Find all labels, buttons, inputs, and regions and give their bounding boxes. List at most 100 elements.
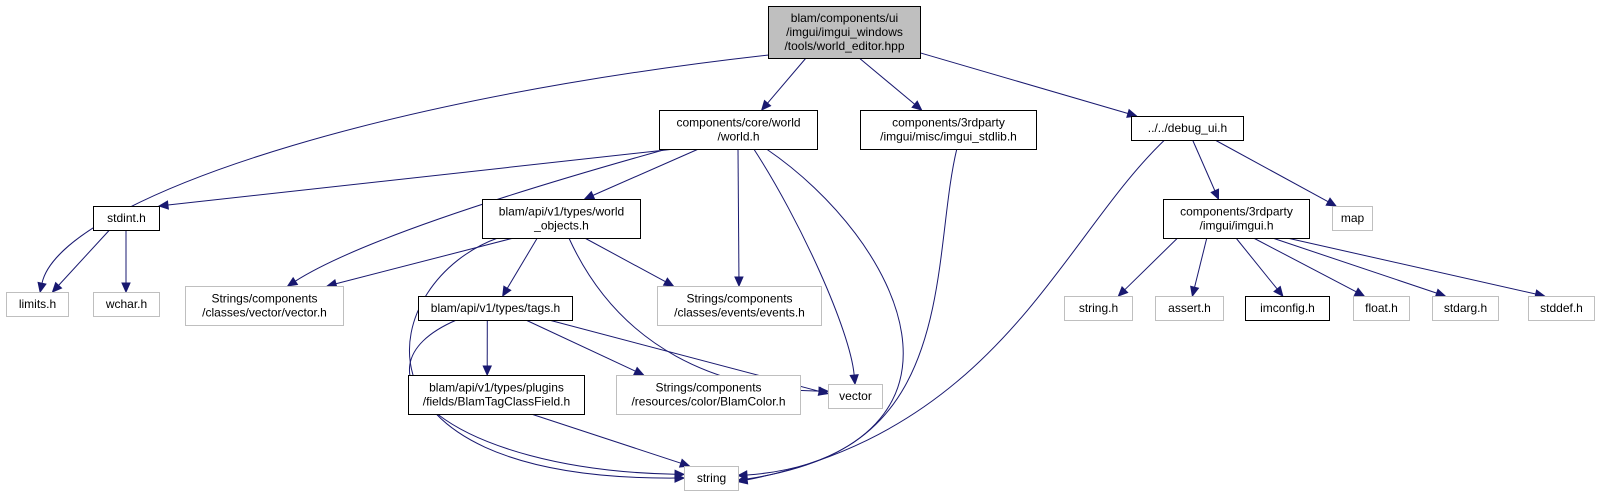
node-box bbox=[684, 466, 739, 491]
edge-line bbox=[1235, 237, 1278, 290]
node-label: stddef.h bbox=[1540, 301, 1583, 315]
edge-world_h-to-vector bbox=[753, 148, 859, 386]
edge-tags-to-classfield bbox=[482, 319, 492, 377]
node-blamcolor: Strings/components/resources/color/BlamC… bbox=[616, 375, 801, 415]
edge-line bbox=[525, 319, 636, 372]
node-label: /fields/BlamTagClassField.h bbox=[423, 395, 570, 409]
node-box bbox=[185, 286, 344, 326]
edge-imgui_h-to-string_h bbox=[1117, 237, 1178, 297]
edge-arrowhead bbox=[157, 200, 169, 210]
node-classfield[interactable]: blam/api/v1/types/plugins/fields/BlamTag… bbox=[408, 375, 585, 415]
edge-world_h-to-vector_h bbox=[286, 148, 668, 287]
node-debug_ui[interactable]: ../../debug_ui.h bbox=[1131, 116, 1244, 141]
node-map: map bbox=[1332, 206, 1373, 231]
edge-arrowhead bbox=[286, 276, 299, 287]
node-imconfig[interactable]: imconfig.h bbox=[1245, 296, 1330, 321]
edge-line bbox=[1192, 139, 1216, 191]
node-box bbox=[1163, 199, 1310, 239]
edge-debug_ui-to-map bbox=[1214, 139, 1338, 207]
edge-arrowhead bbox=[1273, 285, 1284, 297]
node-float: float.h bbox=[1353, 296, 1410, 321]
node-string_h: string.h bbox=[1064, 296, 1133, 321]
node-box bbox=[1155, 296, 1224, 321]
node-box bbox=[93, 206, 160, 231]
edge-arrowhead bbox=[1353, 287, 1366, 297]
edge-imgui_h-to-float bbox=[1253, 237, 1366, 297]
node-tags[interactable]: blam/api/v1/types/tags.h bbox=[418, 296, 573, 321]
node-label: wchar.h bbox=[105, 297, 147, 311]
node-label: blam/api/v1/types/plugins bbox=[429, 381, 564, 395]
node-label: stdint.h bbox=[107, 211, 146, 225]
node-label: Strings/components bbox=[686, 292, 792, 306]
node-label: Strings/components bbox=[211, 292, 317, 306]
edge-arrowhead bbox=[51, 281, 63, 293]
edge-arrowhead bbox=[662, 277, 675, 287]
node-stdint[interactable]: stdint.h bbox=[93, 206, 160, 231]
node-box bbox=[860, 110, 1037, 150]
edge-arrowhead bbox=[817, 386, 830, 396]
node-box bbox=[616, 375, 801, 415]
node-label: blam/api/v1/types/world bbox=[499, 205, 624, 219]
node-label: vector bbox=[839, 389, 872, 403]
edge-line bbox=[167, 148, 675, 206]
edge-imgui_h-to-stddef bbox=[1286, 237, 1546, 299]
edge-arrowhead bbox=[482, 365, 492, 377]
edge-arrowhead bbox=[911, 100, 923, 111]
node-box bbox=[1064, 296, 1133, 321]
node-stdarg: stdarg.h bbox=[1432, 296, 1499, 321]
edge-world_objects-to-vector_h bbox=[326, 237, 514, 289]
edge-arrowhead bbox=[760, 99, 772, 111]
edge-line bbox=[753, 148, 855, 376]
node-world_h[interactable]: components/core/world/world.h bbox=[659, 110, 818, 150]
edge-stdint-to-wchar bbox=[121, 230, 131, 294]
edge-line bbox=[1286, 237, 1536, 295]
edge-line bbox=[858, 57, 916, 105]
edge-classfield-to-string bbox=[531, 413, 691, 468]
edge-world_objects-to-tags bbox=[502, 237, 538, 298]
node-vector: vector bbox=[828, 384, 883, 409]
node-root[interactable]: blam/components/ui/imgui/imgui_windows/t… bbox=[768, 6, 921, 59]
node-imgui_stdlib[interactable]: components/3rdparty/imgui/misc/imgui_std… bbox=[860, 110, 1037, 150]
edge-arrowhead bbox=[734, 276, 744, 288]
edge-line bbox=[746, 139, 1165, 481]
edge-line bbox=[409, 237, 676, 479]
edge-line bbox=[1194, 237, 1208, 288]
edge-arrowhead bbox=[1434, 288, 1447, 298]
node-label: float.h bbox=[1365, 301, 1398, 315]
edge-line bbox=[58, 229, 110, 286]
edge-root-to-debug_ui bbox=[919, 52, 1138, 118]
edge-world_h-to-stdint bbox=[157, 148, 675, 210]
node-label: limits.h bbox=[19, 297, 56, 311]
node-box bbox=[482, 199, 641, 239]
edge-line bbox=[1272, 237, 1437, 294]
node-wchar: wchar.h bbox=[93, 292, 160, 317]
edge-line bbox=[335, 237, 514, 285]
edge-arrowhead bbox=[1210, 188, 1220, 201]
edge-world_objects-to-events bbox=[584, 237, 675, 287]
node-label: map bbox=[1341, 211, 1365, 225]
node-box bbox=[93, 292, 160, 317]
node-label: Strings/components bbox=[655, 381, 761, 395]
edge-root-to-limits bbox=[37, 40, 921, 294]
node-world_objects[interactable]: blam/api/v1/types/world_objects.h bbox=[482, 199, 641, 239]
node-label: components/3rdparty bbox=[892, 116, 1005, 130]
node-box bbox=[1332, 206, 1373, 231]
edge-line bbox=[41, 40, 921, 284]
edge-arrowhead bbox=[37, 281, 47, 294]
edge-line bbox=[295, 148, 668, 282]
node-label: ../../debug_ui.h bbox=[1148, 121, 1227, 135]
node-imgui_h[interactable]: components/3rdparty/imgui/imgui.h bbox=[1163, 199, 1310, 239]
node-label: stdarg.h bbox=[1444, 301, 1487, 315]
edge-line bbox=[767, 57, 807, 104]
edge-arrowhead bbox=[674, 469, 686, 479]
edge-line bbox=[592, 148, 699, 196]
node-label: blam/api/v1/types/tags.h bbox=[431, 301, 560, 315]
node-box bbox=[418, 296, 573, 321]
node-label: blam/components/ui bbox=[791, 11, 898, 25]
node-box bbox=[1432, 296, 1499, 321]
edge-line bbox=[1214, 139, 1329, 203]
node-box bbox=[768, 6, 921, 59]
node-label: /classes/vector/vector.h bbox=[202, 306, 327, 320]
node-box bbox=[657, 286, 822, 326]
